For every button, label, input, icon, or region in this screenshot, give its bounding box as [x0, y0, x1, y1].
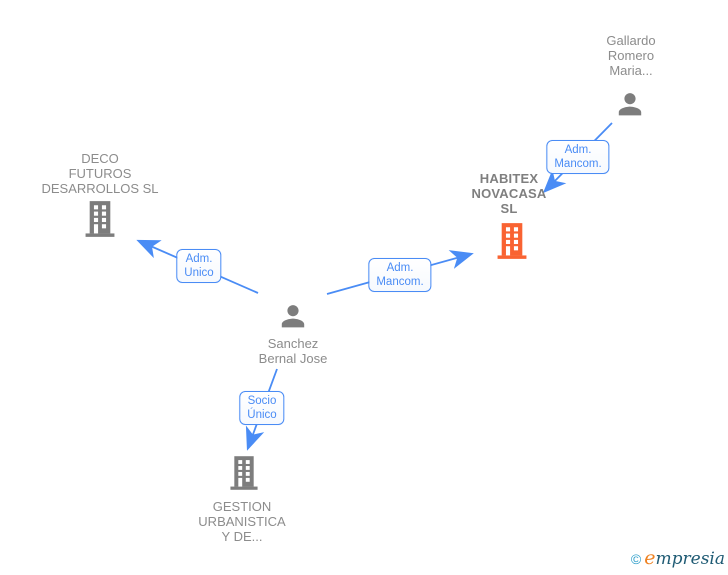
brand-initial: e	[644, 547, 656, 569]
brand-text: mpresia	[655, 549, 726, 569]
node-sanchez-label[interactable]: Sanchez Bernal Jose	[258, 336, 328, 366]
building-icon[interactable]	[229, 456, 260, 490]
person-icon[interactable]	[277, 300, 309, 332]
edge-label-adm-mancom-mid: Adm. Mancom.	[368, 258, 432, 292]
edge-label-socio-unico: Socio Único	[239, 391, 285, 425]
copyright-icon: ©	[630, 551, 642, 567]
person-icon[interactable]	[614, 88, 646, 120]
empresia-logo[interactable]: ©empresia	[631, 548, 725, 569]
edge-label-adm-mancom-top: Adm. Mancom.	[546, 140, 610, 174]
node-habitex-label[interactable]: HABITEX NOVACASA SL	[471, 171, 547, 216]
node-gallardo-label[interactable]: Gallardo Romero Maria...	[606, 33, 656, 78]
building-icon[interactable]	[84, 201, 117, 237]
node-deco-label[interactable]: DECO FUTUROS DESARROLLOS SL	[41, 151, 159, 196]
edge-label-adm-unico: Adm. Unico	[176, 249, 222, 283]
building-icon-highlighted[interactable]	[496, 222, 529, 260]
node-gestion-label[interactable]: GESTION URBANISTICA Y DE...	[198, 499, 286, 544]
